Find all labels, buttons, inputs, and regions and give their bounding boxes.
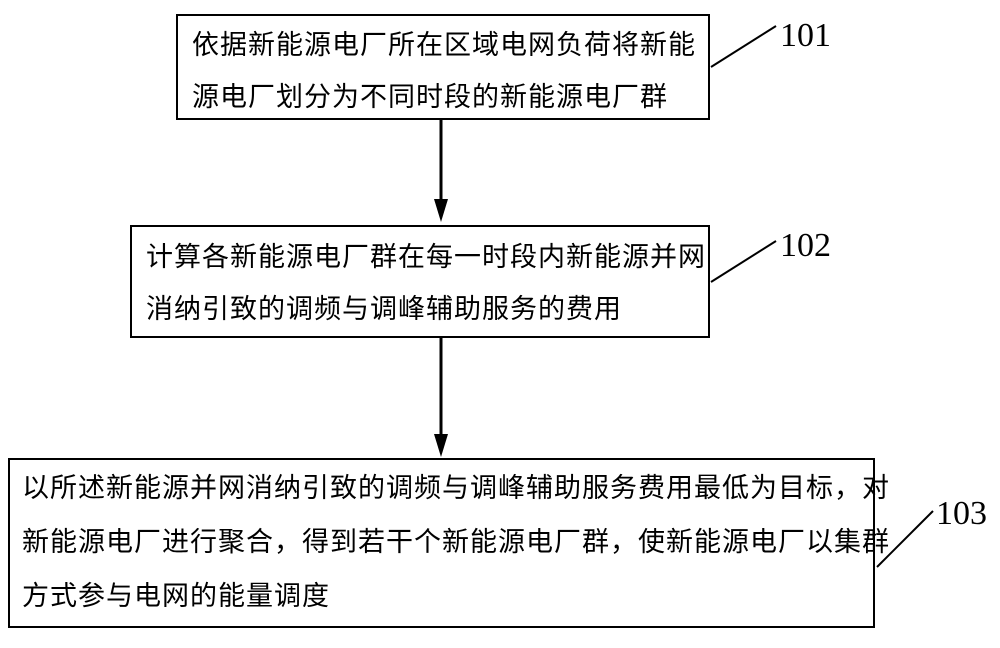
leader-line-101 [710,25,777,68]
ref-label-101: 101 [780,17,831,54]
step-103-text-line-1: 以所述新能源并网消纳引致的调频与调峰辅助服务费用最低为目标，对 [22,473,890,503]
ref-label-103: 103 [936,495,987,532]
leader-line-102 [710,240,777,283]
step-102-text-line-2: 消纳引致的调频与调峰辅助服务的费用 [146,294,622,324]
step-box-103: 以所述新能源并网消纳引致的调频与调峰辅助服务费用最低为目标，对 新能源电厂进行聚… [8,458,890,628]
step-103-text-line-2: 新能源电厂进行聚合，得到若干个新能源电厂群，使新能源电厂以集群 [22,527,890,557]
step-101-text-line-2: 源电厂划分为不同时段的新能源电厂群 [192,82,668,112]
arrow-102-to-103-head [434,434,448,457]
step-102-text-line-1: 计算各新能源电厂群在每一时段内新能源并网 [146,242,706,272]
step-103-text-line-3: 方式参与电网的能量调度 [22,581,330,611]
ref-label-102: 102 [780,227,831,264]
step-101-text-line-1: 依据新能源电厂所在区域电网负荷将新能 [192,30,696,60]
step-box-102: 计算各新能源电厂群在每一时段内新能源并网 消纳引致的调频与调峰辅助服务的费用 [130,225,710,338]
step-box-101: 依据新能源电厂所在区域电网负荷将新能 源电厂划分为不同时段的新能源电厂群 [176,14,710,120]
arrow-101-to-102-head [434,199,448,222]
